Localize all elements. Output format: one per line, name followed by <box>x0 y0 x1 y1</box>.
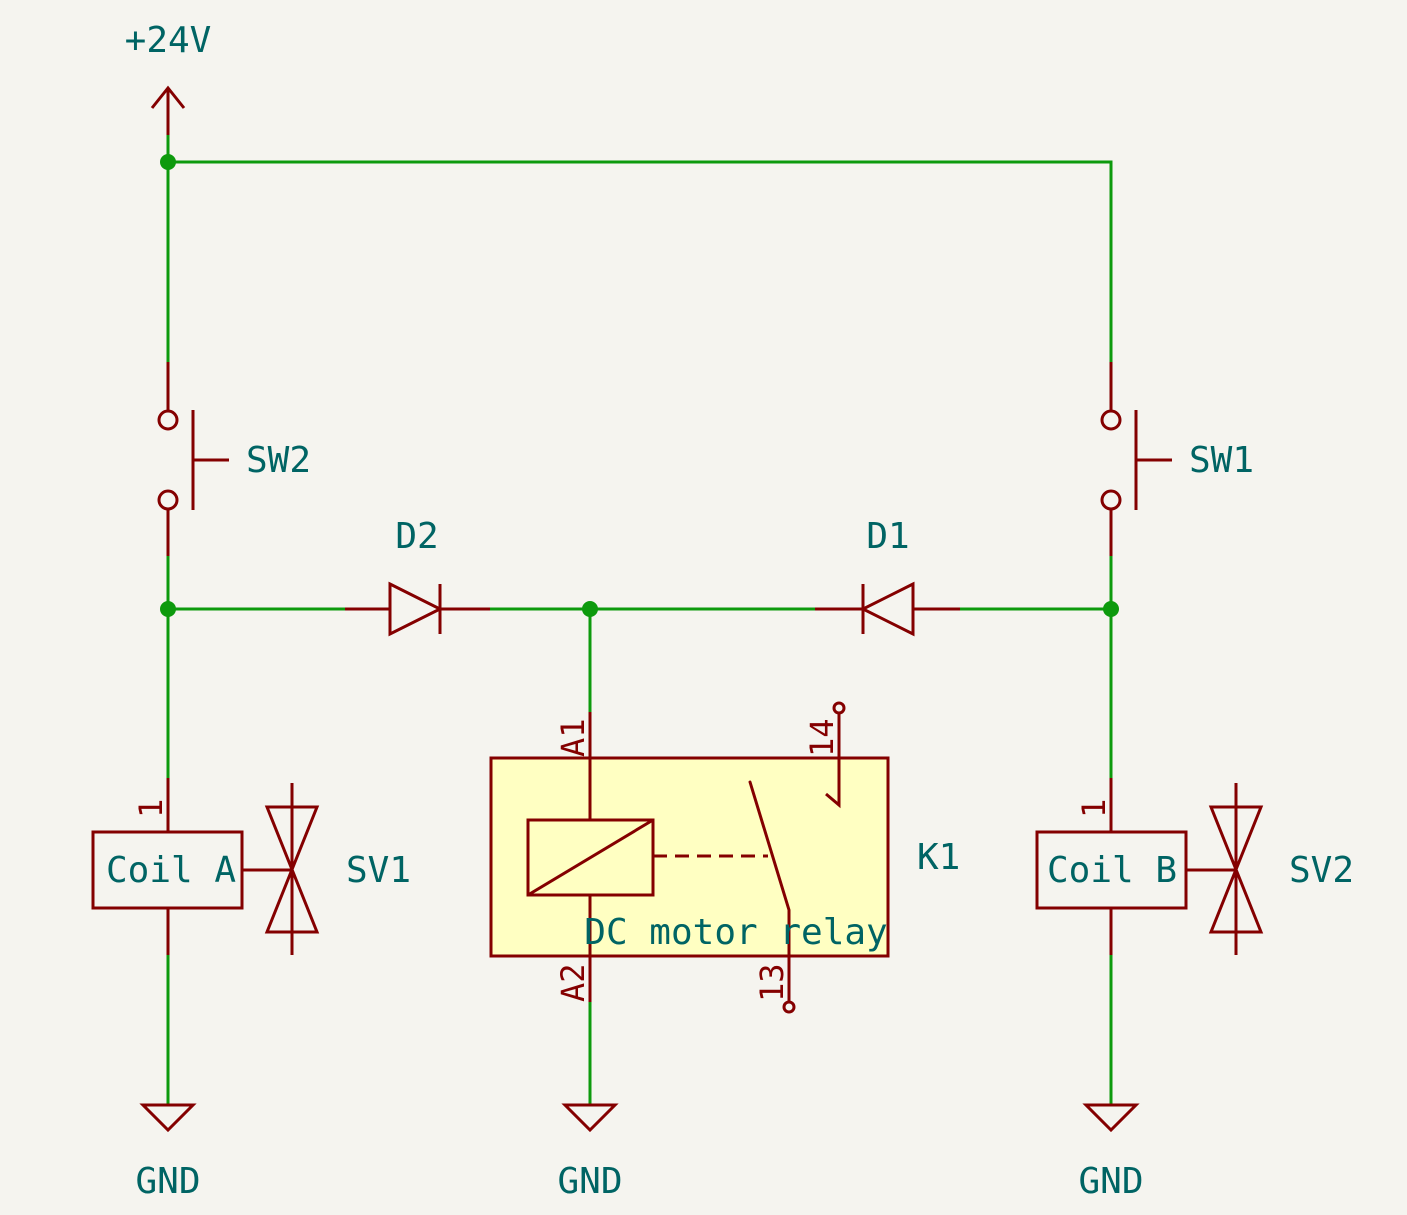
coil-a-label: Coil A <box>106 850 236 891</box>
relay-body <box>489 756 890 958</box>
power-symbol-vcc[interactable]: +24V <box>125 20 212 135</box>
ground-symbol-right[interactable]: GND <box>1078 1103 1144 1202</box>
valve-sv2[interactable]: SV2 <box>1208 783 1354 955</box>
coil-b-label: Coil B <box>1047 850 1177 891</box>
sw1-actuator <box>1134 410 1172 510</box>
sv2-bowtie <box>1208 805 1264 934</box>
relay-pin14-contact <box>825 712 841 809</box>
gnd-label-right: GND <box>1078 1161 1143 1202</box>
relay-pin-a2-label: A2 <box>554 963 592 1002</box>
gnd-label-center: GND <box>557 1161 622 1202</box>
vcc-label: +24V <box>125 20 212 61</box>
relay-pin13-terminal <box>782 1000 796 1014</box>
junction-vcc <box>160 154 176 170</box>
coil-a[interactable]: Coil A 1 <box>91 778 292 955</box>
coil-b[interactable]: Coil B 1 <box>1035 778 1236 955</box>
sv1-label: SV1 <box>346 850 411 891</box>
sw2-contact-bottom <box>157 489 179 511</box>
gnd-label-left: GND <box>135 1161 200 1202</box>
ground-symbol-center[interactable]: GND <box>557 1103 623 1202</box>
relay-pin-a1-label: A1 <box>554 718 592 757</box>
junctions <box>160 154 1119 617</box>
junction-right <box>1103 601 1119 617</box>
ground-symbol-left[interactable]: GND <box>135 1103 201 1202</box>
sw2-label: SW2 <box>246 440 311 481</box>
relay-coil-diagonal <box>527 818 654 897</box>
sw1-contact-bottom <box>1100 489 1122 511</box>
junction-left <box>160 601 176 617</box>
switch-sw1[interactable]: SW1 <box>1100 362 1254 556</box>
sv1-bowtie <box>264 805 320 934</box>
relay-pin-14-label: 14 <box>803 718 841 757</box>
sw2-contact-top <box>157 409 179 431</box>
wires <box>166 135 1113 1105</box>
valve-sv1[interactable]: SV1 <box>264 783 411 955</box>
junction-center <box>582 601 598 617</box>
relay-switch-blade <box>748 780 791 912</box>
relay-pin-13-label: 13 <box>753 963 791 1002</box>
coil-b-pin-label: 1 <box>1075 799 1113 818</box>
switch-sw2[interactable]: SW2 <box>157 362 311 556</box>
d2-triangle <box>388 581 444 637</box>
diode-d1[interactable]: D1 <box>815 516 960 637</box>
d2-label: D2 <box>395 516 438 557</box>
relay-value-label: DC motor relay <box>584 912 887 953</box>
wire-vcc-bus <box>168 160 1113 362</box>
sv2-label: SV2 <box>1289 850 1354 891</box>
diode-d2[interactable]: D2 <box>345 516 490 637</box>
relay-ref-label: K1 <box>917 837 960 878</box>
coil-a-pin-label: 1 <box>132 799 170 818</box>
relay-k1[interactable]: A1 A2 13 14 K1 DC motor relay <box>489 701 960 1014</box>
sw2-actuator <box>191 410 229 510</box>
d1-triangle <box>859 581 915 637</box>
d1-label: D1 <box>866 516 909 557</box>
relay-pin14-terminal <box>832 701 846 715</box>
sw1-contact-top <box>1100 409 1122 431</box>
sw1-label: SW1 <box>1189 440 1254 481</box>
